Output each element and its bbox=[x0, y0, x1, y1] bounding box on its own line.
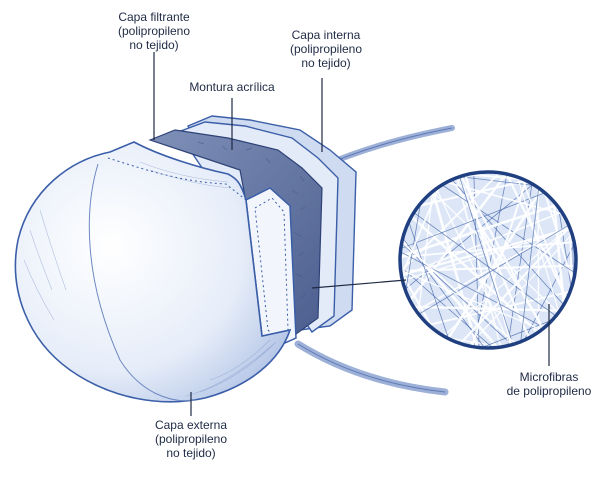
label-capa-externa: Capa externa (polipropileno no tejido) bbox=[141, 418, 241, 460]
label-montura: Montura acrílica bbox=[180, 80, 284, 94]
ear-strap-bottom-edge bbox=[298, 344, 445, 392]
label-capa-filtrante: Capa filtrante (polipropileno no tejido) bbox=[104, 10, 204, 52]
label-microfibras: Microfibras de polipropileno bbox=[494, 370, 601, 398]
label-capa-interna: Capa interna (polipropileno no tejido) bbox=[276, 28, 376, 70]
microfiber-lens bbox=[359, 129, 601, 388]
ear-strap-bottom bbox=[298, 344, 445, 392]
